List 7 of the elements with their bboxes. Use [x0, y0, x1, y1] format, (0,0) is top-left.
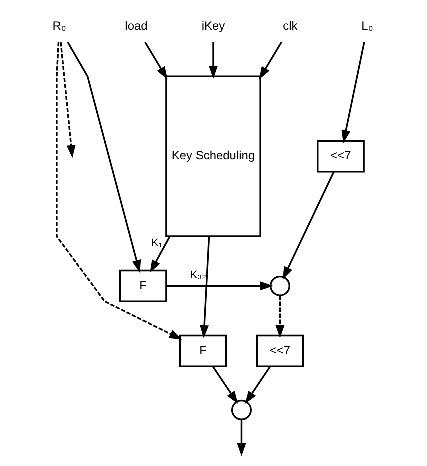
node-text: load — [125, 19, 148, 34]
node-text: R₀ — [52, 19, 66, 34]
node-text: iKey — [202, 19, 226, 34]
node-text: L₀ — [362, 19, 374, 34]
edge-label: K₁ — [151, 237, 163, 250]
node-text: clk — [283, 19, 298, 34]
edge-label: K₃₂ — [190, 269, 206, 282]
